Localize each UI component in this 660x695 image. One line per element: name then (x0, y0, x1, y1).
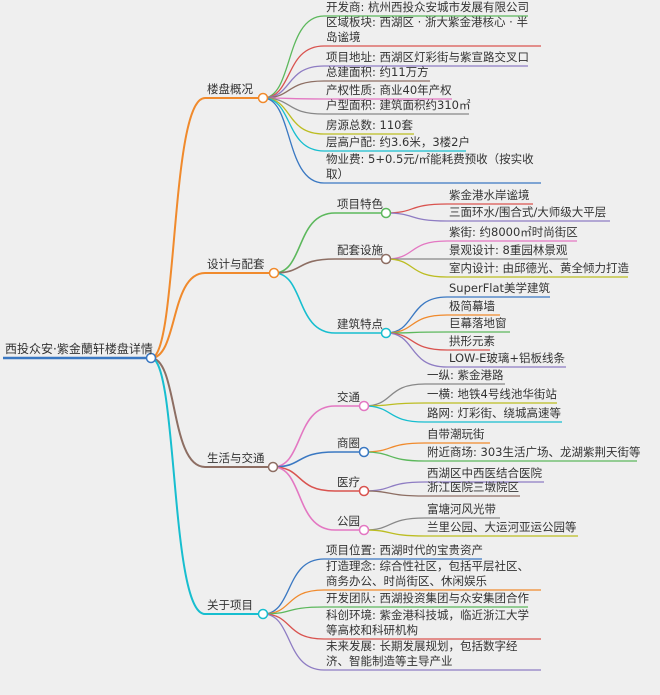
leaf-node[interactable]: 总建面积: 约11万方 (326, 65, 429, 79)
collapse-toggle-icon[interactable] (257, 92, 269, 104)
branch-connector (363, 405, 426, 423)
collapse-toggle-icon[interactable] (380, 327, 392, 339)
leaf-node[interactable]: 紫金港水岸谧境 (449, 188, 530, 202)
branch-connector (262, 45, 325, 99)
branch-connector (273, 272, 336, 334)
leaf-node[interactable]: 一纵: 紫金港路 (427, 368, 504, 382)
leaf-node[interactable]: 房源总数: 110套 (326, 118, 413, 132)
branch-connector (363, 402, 426, 407)
branch-connector (385, 258, 448, 278)
leaf-node[interactable]: 景观设计: 8重园林景观 (449, 243, 568, 257)
leaf-node[interactable]: 产权性质: 商业40年产权 (326, 83, 452, 97)
leaf-node[interactable]: 拱形元素 (449, 334, 495, 348)
leaf-node[interactable]: 路网: 灯彩街、绕城高速等 (427, 406, 562, 420)
subtopic-node[interactable]: 公园 (337, 514, 360, 528)
branch-connector (363, 490, 426, 497)
branch-connector (385, 240, 448, 260)
branch-connector (262, 606, 325, 615)
branch-connector (363, 451, 426, 462)
leaf-node[interactable]: 区域板块: 西湖区 · 浙大紫金港核心 · 半岛谧境 (326, 15, 528, 44)
branch-connector (385, 332, 448, 368)
leaf-node[interactable]: 开发团队: 西湖投资集团与众安集团合作 (326, 591, 530, 605)
branch-connector (262, 97, 325, 152)
leaf-node[interactable]: 紫街: 约8000㎡时尚街区 (449, 225, 578, 239)
branch-connector (272, 466, 336, 531)
branch-connector (150, 97, 206, 359)
branch-connector (363, 481, 426, 492)
leaf-node[interactable]: 层高户配: 约3.6米，3楼2户 (326, 135, 470, 149)
branch-connector (385, 314, 448, 334)
branch-connector (363, 517, 426, 531)
leaf-node[interactable]: 户型面积: 建筑面积约310㎡ (326, 98, 471, 112)
topic-node[interactable]: 关于项目 (207, 598, 253, 612)
collapse-toggle-icon[interactable] (145, 352, 157, 364)
leaf-node[interactable]: 物业费: 5+0.5元/㎡能耗费预收（按实收取） (326, 152, 534, 181)
branch-connector (262, 97, 325, 135)
collapse-toggle-icon[interactable] (358, 524, 370, 536)
leaf-node[interactable]: 附近商场: 303生活广场、龙湖紫荆天街等 (427, 445, 641, 459)
subtopic-node[interactable]: 项目特色 (337, 197, 383, 211)
branch-connector (272, 405, 336, 468)
leaf-node[interactable]: 项目地址: 西湖区灯彩街与紫宣路交叉口 (326, 50, 530, 64)
branch-connector (150, 357, 206, 615)
leaf-node[interactable]: LOW-E玻璃+铝板线条 (449, 351, 566, 365)
branch-connector (150, 272, 206, 359)
branch-connector (272, 466, 336, 492)
collapse-toggle-icon[interactable] (380, 207, 392, 219)
branch-connector (385, 296, 448, 334)
leaf-node[interactable]: 西湖区中西医结合医院 (427, 466, 542, 480)
leaf-node[interactable]: 开发商: 杭州西投众安城市发展有限公司 (326, 0, 530, 14)
branch-connector (385, 203, 448, 214)
subtopic-node[interactable]: 医疗 (337, 475, 360, 489)
branch-connector (273, 212, 336, 274)
subtopic-node[interactable]: 建筑特点 (337, 317, 383, 331)
branch-connector (385, 332, 448, 351)
subtopic-node[interactable]: 商圈 (337, 436, 360, 450)
branch-connector (363, 442, 426, 453)
subtopic-node[interactable]: 配套设施 (337, 243, 383, 257)
collapse-toggle-icon[interactable] (358, 485, 370, 497)
topic-node[interactable]: 楼盘概况 (207, 82, 253, 96)
collapse-toggle-icon[interactable] (358, 400, 370, 412)
topic-node[interactable]: 设计与配套 (207, 257, 265, 271)
leaf-node[interactable]: 项目位置: 西湖时代的宝贵资产 (326, 543, 484, 557)
branch-connector (272, 451, 336, 468)
branch-connector (363, 529, 426, 537)
collapse-toggle-icon[interactable] (358, 446, 370, 458)
collapse-toggle-icon[interactable] (380, 253, 392, 265)
root-node[interactable]: 西投众安·紫金蘭轩楼盘详情 (5, 342, 153, 356)
collapse-toggle-icon[interactable] (267, 461, 279, 473)
branch-connector (150, 357, 206, 468)
leaf-node[interactable]: 一横: 地铁4号线池华街站 (427, 387, 557, 401)
branch-connector (385, 212, 448, 222)
branch-connector (262, 15, 325, 99)
branch-connector (273, 258, 336, 274)
leaf-node[interactable]: 未来发展: 长期发展规划，包括数字经济、智能制造等主导产业 (326, 639, 518, 668)
branch-connector (262, 558, 325, 615)
branch-connector (262, 613, 325, 640)
collapse-toggle-icon[interactable] (268, 267, 280, 279)
leaf-node[interactable]: 极简幕墙 (449, 299, 495, 313)
leaf-node[interactable]: 浙江医院三墩院区 (427, 480, 519, 494)
leaf-node[interactable]: 兰里公园、大运河亚运公园等 (427, 520, 577, 534)
topic-node[interactable]: 生活与交通 (207, 451, 265, 465)
branch-connector (262, 97, 325, 184)
leaf-node[interactable]: SuperFlat美学建筑 (449, 281, 551, 295)
leaf-node[interactable]: 自带潮玩街 (427, 427, 485, 441)
leaf-node[interactable]: 室内设计: 由邱德光、黄全倾力打造 (449, 261, 630, 275)
subtopic-node[interactable]: 交通 (337, 390, 360, 404)
collapse-toggle-icon[interactable] (257, 608, 269, 620)
leaf-node[interactable]: 科创环境: 紫金港科技城，临近浙江大学等高校和科研机构 (326, 608, 530, 637)
branch-connector (262, 589, 325, 615)
branch-connector (262, 613, 325, 671)
leaf-node[interactable]: 打造理念: 综合性社区，包括平层社区、商务办公、时尚街区、休闲娱乐 (326, 559, 530, 588)
leaf-node[interactable]: 巨幕落地窗 (449, 316, 507, 330)
leaf-node[interactable]: 三面环水/围合式/大师级大平层 (449, 205, 607, 219)
leaf-node[interactable]: 富塘河风光带 (427, 502, 496, 516)
